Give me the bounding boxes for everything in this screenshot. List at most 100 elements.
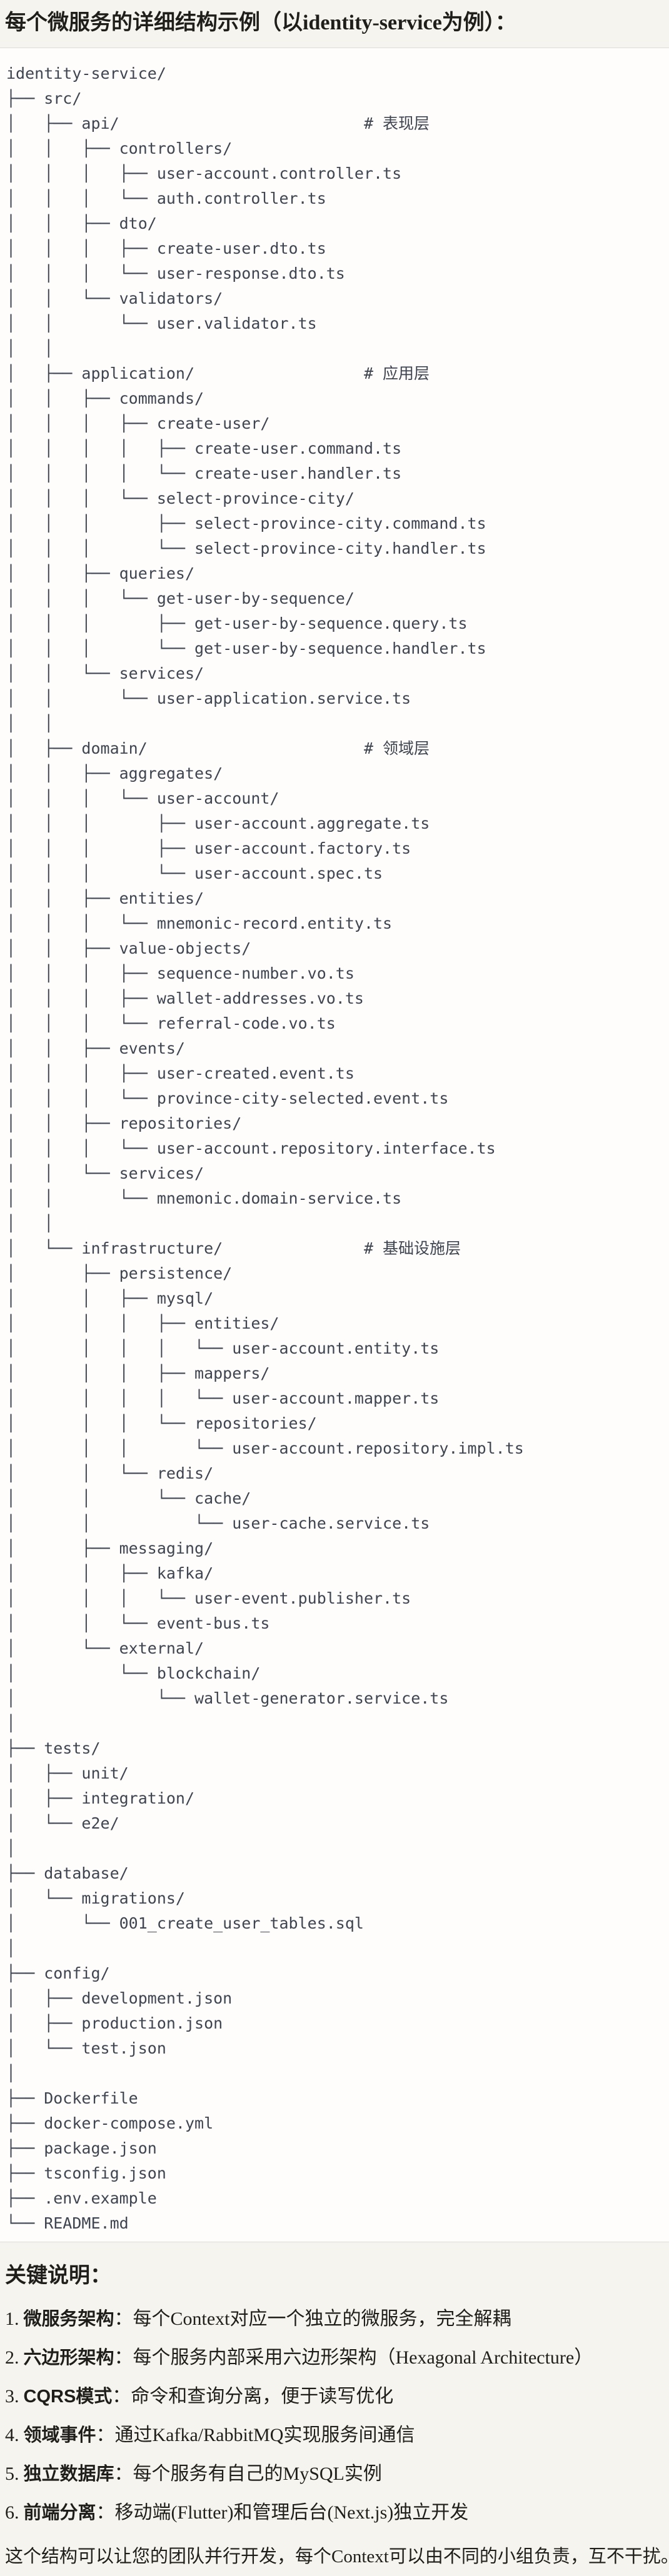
tree-line: │ │ └── services/	[6, 664, 204, 682]
tree-line: │ └── external/	[6, 1639, 204, 1657]
tree-line: ├── database/	[6, 1864, 129, 1882]
tree-line: │ │ │ ├── user-created.event.ts	[6, 1064, 355, 1082]
tree-line: │ │ │ │ └── user-account.mapper.ts	[6, 1389, 440, 1407]
tree-line: │ │ │ └── province-city-selected.event.t…	[6, 1089, 449, 1107]
tree-line: │ │	[6, 1214, 54, 1232]
list-item: 1.微服务架构：每个Context对应一个独立的微服务，完全解耦	[5, 2306, 664, 2332]
tree-line: │ │ │ ├── get-user-by-sequence.query.ts	[6, 614, 468, 632]
list-item-number: 3.	[5, 2386, 19, 2407]
tree-line: │ │ └── mnemonic.domain-service.ts	[6, 1189, 402, 1207]
file-tree-code-block: identity-service/ ├── src/ │ ├── api/ # …	[0, 47, 669, 2242]
tree-line: │ └── wallet-generator.service.ts	[6, 1689, 449, 1707]
tree-line: │ │	[6, 339, 54, 357]
list-item-label: 领域事件	[23, 2425, 96, 2445]
tree-line: │ │ │ └── user-account.repository.interf…	[6, 1139, 496, 1157]
tree-line: │ │ ├── dto/	[6, 214, 157, 232]
list-item-number: 6.	[5, 2502, 19, 2523]
tree-line: │ │ │ ├── create-user/	[6, 414, 270, 432]
tree-line: ├── src/	[6, 89, 82, 107]
list-item: 4.领域事件：通过Kafka/RabbitMQ实现服务间通信	[5, 2422, 664, 2449]
tree-line: │	[6, 2064, 16, 2082]
tree-line: │ │ └── services/	[6, 1164, 204, 1182]
list-item-label: 六边形架构	[23, 2348, 114, 2368]
tree-line: identity-service/	[6, 64, 166, 82]
tree-line: ├── package.json	[6, 2139, 157, 2157]
tree-line: │ │ ├── entities/	[6, 889, 204, 907]
tree-line: │ │ │ └── repositories/	[6, 1414, 317, 1432]
tree-line: │	[6, 1939, 16, 1957]
tree-line: │ │ │ ├── select-province-city.command.t…	[6, 514, 486, 532]
tree-line: └── README.md	[6, 2214, 129, 2232]
tree-line: │ └── infrastructure/ # 基础设施层	[6, 1239, 461, 1257]
list-item-label: CQRS模式	[23, 2387, 113, 2407]
document-header: 每个微服务的详细结构示例（以identity-service为例）：	[0, 0, 669, 37]
list-item-text: ：每个服务有自己的MySQL实例	[114, 2464, 382, 2484]
tree-line: │ │ │ └── user-event.publisher.ts	[6, 1589, 411, 1607]
tree-line: │ │ ├── controllers/	[6, 139, 233, 157]
list-item: 5.独立数据库：每个服务有自己的MySQL实例	[5, 2461, 664, 2487]
tree-line: │ │ └── cache/	[6, 1489, 251, 1507]
page-title: 每个微服务的详细结构示例（以identity-service为例）：	[5, 11, 516, 34]
tree-line: │ │ ├── queries/	[6, 564, 195, 582]
tree-line: ├── docker-compose.yml	[6, 2114, 214, 2132]
list-item-number: 2.	[5, 2347, 19, 2368]
tree-line: │ │ │ └── user-account.repository.impl.t…	[6, 1439, 524, 1457]
tree-line: │ │ │ ├── user-account.aggregate.ts	[6, 814, 430, 832]
tree-line: │ │ │ ├── user-account.controller.ts	[6, 164, 402, 182]
list-item-label: 前端分离	[23, 2503, 96, 2523]
tree-line: │ │ │ └── auth.controller.ts	[6, 189, 326, 207]
tree-line: ├── config/	[6, 1964, 110, 1982]
tree-line: │ │ └── user.validator.ts	[6, 314, 317, 332]
tree-line: │ │ ├── kafka/	[6, 1564, 214, 1582]
tree-line: │ └── test.json	[6, 2039, 166, 2057]
tree-line: │ ├── domain/ # 领域层	[6, 739, 430, 757]
tree-line: │ ├── application/ # 应用层	[6, 364, 430, 382]
tree-line: │ │ │ └── select-province-city/	[6, 489, 355, 507]
tree-line: ├── tests/	[6, 1739, 101, 1757]
list-item-text: ：每个Context对应一个独立的微服务，完全解耦	[114, 2309, 511, 2329]
tree-line: │ │ │ └── get-user-by-sequence.handler.t…	[6, 639, 486, 657]
tree-line: │ │ ├── value-objects/	[6, 939, 251, 957]
tree-line: │ └── 001_create_user_tables.sql	[6, 1914, 364, 1932]
tree-line: │ │ │ └── referral-code.vo.ts	[6, 1014, 336, 1032]
tree-line: │ │ ├── aggregates/	[6, 764, 223, 782]
tree-line: │ ├── unit/	[6, 1764, 129, 1782]
tree-line: │ │ │ └── user-account.spec.ts	[6, 864, 383, 882]
tree-line: ├── tsconfig.json	[6, 2164, 166, 2182]
tree-line: │ │ └── user-application.service.ts	[6, 689, 411, 707]
tree-line: │ │ │ └── select-province-city.handler.t…	[6, 539, 486, 557]
tree-line: ├── Dockerfile	[6, 2089, 138, 2107]
list-item-number: 5.	[5, 2464, 19, 2484]
tree-line: │ └── migrations/	[6, 1889, 185, 1907]
list-item-number: 4.	[5, 2425, 19, 2445]
tree-line: │ │ │ │ └── user-account.entity.ts	[6, 1339, 440, 1357]
tree-line: │ │ │ ├── entities/	[6, 1314, 279, 1332]
tree-line: │ │ │ ├── user-account.factory.ts	[6, 839, 411, 857]
closing-paragraph: 这个结构可以让您的团队并行开发，每个Context可以由不同的小组负责，互不干扰…	[5, 2547, 669, 2567]
tree-line: │ ├── persistence/	[6, 1264, 233, 1282]
tree-line: │ │ ├── repositories/	[6, 1114, 242, 1132]
list-item: 3.CQRS模式：命令和查询分离，便于读写优化	[5, 2384, 664, 2410]
tree-line: │ │ │ ├── create-user.dto.ts	[6, 239, 326, 257]
list-item-number: 1.	[5, 2309, 19, 2329]
tree-line: │ ├── integration/	[6, 1789, 195, 1807]
list-item-text: ：命令和查询分离，便于读写优化	[112, 2386, 394, 2407]
tree-line: │ │ │ │ └── create-user.handler.ts	[6, 464, 402, 482]
tree-line: │ └── e2e/	[6, 1814, 119, 1832]
list-item-label: 微服务架构	[23, 2309, 114, 2329]
tree-line: │ │ └── validators/	[6, 289, 223, 307]
list-item-text: ：通过Kafka/RabbitMQ实现服务间通信	[96, 2425, 415, 2445]
tree-line: │ │ │ └── get-user-by-sequence/	[6, 589, 355, 607]
tree-line: │ │ │ ├── wallet-addresses.vo.ts	[6, 989, 364, 1007]
tree-line: ├── .env.example	[6, 2189, 157, 2207]
list-item-label: 独立数据库	[23, 2464, 114, 2484]
tree-line: │ │ │ └── user-account/	[6, 789, 279, 807]
tree-line: │ │ ├── events/	[6, 1039, 185, 1057]
list-item: 2.六边形架构：每个服务内部采用六边形架构（Hexagonal Architec…	[5, 2345, 664, 2371]
tree-line: │ │ │ ├── mappers/	[6, 1364, 270, 1382]
notes-list: 1.微服务架构：每个Context对应一个独立的微服务，完全解耦 2.六边形架构…	[5, 2306, 664, 2526]
tree-line: │ │ │ └── user-response.dto.ts	[6, 264, 345, 282]
tree-line: │ │ └── event-bus.ts	[6, 1614, 270, 1632]
tree-line: │ │ ├── mysql/	[6, 1289, 214, 1307]
